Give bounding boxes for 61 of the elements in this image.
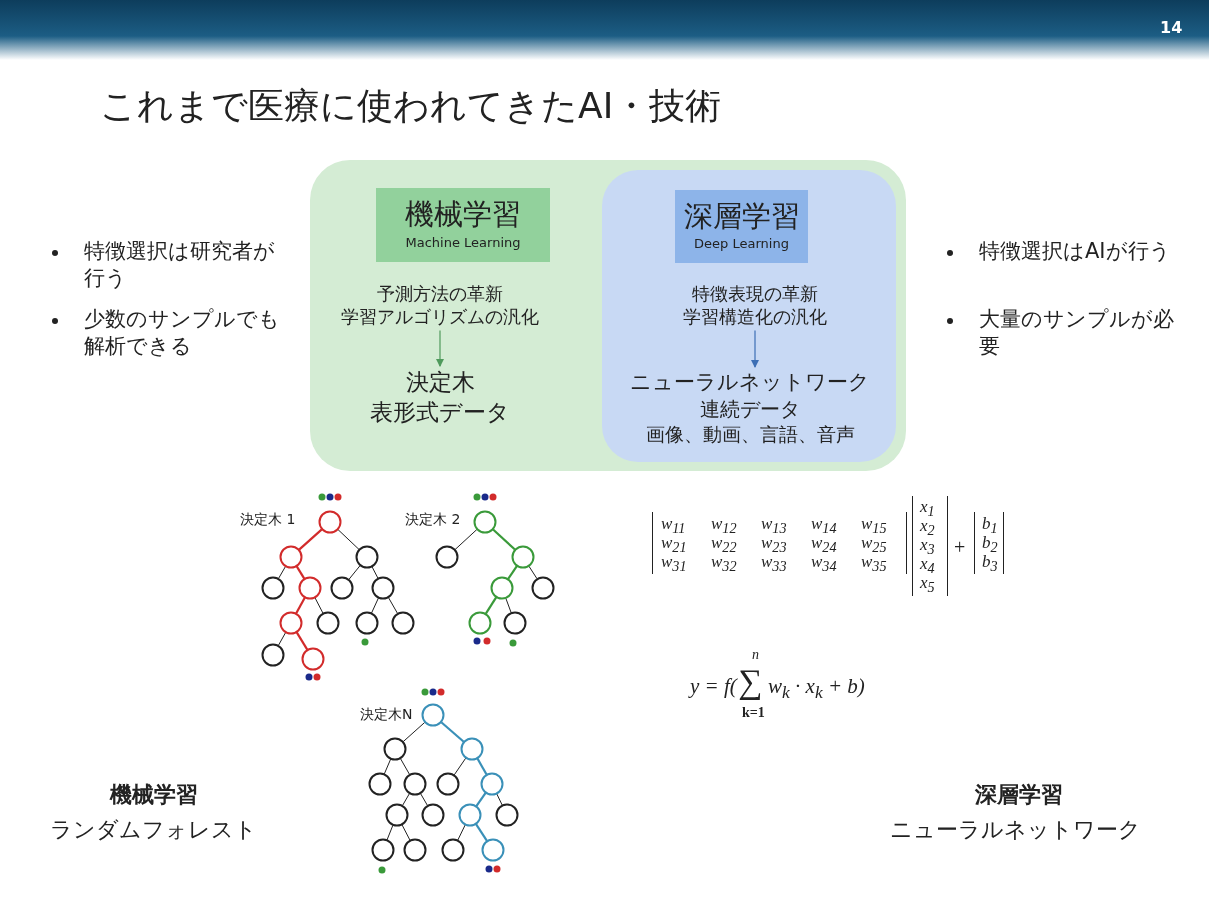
matrix-entry: x$_{4}$ [920,555,935,576]
matrix-entry: x$_{1}$ [920,498,935,519]
heading-text: 機械学習 [405,196,521,233]
body-text: 学習アルゴリズムの汎化 [341,305,539,329]
matrix-entry: x$_{3}$ [920,536,935,557]
arrow [436,329,444,368]
arrow [751,329,759,368]
formula-text: n [752,648,759,662]
body-text: 決定木 [405,368,475,398]
matrix-entry: w$_{21}$ [661,534,687,555]
rounded-panel [602,170,896,462]
rounded-panel [310,160,906,471]
heading-box [376,188,550,262]
tree-label: 決定木N [360,706,413,724]
subheading-text: Deep Learning [694,235,789,254]
caption-text: ニューラルネットワーク [890,816,1141,844]
matrix-entry: w$_{23}$ [761,534,787,555]
body-text: 連続データ [700,396,800,423]
matrix-entry: w$_{25}$ [861,534,887,555]
matrix-entry: w$_{12}$ [711,515,737,536]
matrix-entry: b$_{3}$ [982,553,998,574]
body-text: 特徴表現の革新 [692,281,818,305]
matrix-entry: w$_{11}$ [661,515,686,536]
heading-text: 深層学習 [683,197,800,235]
body-text: 表形式データ [370,398,510,427]
bullet-text: 少数のサンプルでも解析できる [84,306,280,361]
matrix-entry: w$_{33}$ [761,553,787,574]
matrix-entry: w$_{35}$ [861,553,887,574]
formula-text: k=1 [742,706,765,720]
caption-text: ランダムフォレスト [50,816,257,844]
matrix-entry: w$_{13}$ [761,515,787,536]
matrix-entry: b$_{1}$ [982,515,998,536]
matrix-entry: b$_{2}$ [982,534,998,555]
matrix-entry: w$_{24}$ [811,534,837,555]
formula-text: w$_{k}$ · x$_{k}$ + b) [768,676,865,702]
page-number: 14 [1160,18,1183,37]
subheading-text: Machine Learning [405,233,521,252]
matrix-entry: w$_{14}$ [811,515,837,536]
heading-box [675,190,808,263]
formula-text: y = f( [690,676,737,697]
matrix-entry: w$_{34}$ [811,553,837,574]
formula-text: ∑ [738,665,763,699]
caption-text: 深層学習 [975,781,1063,809]
body-text: 予測方法の革新 [377,281,503,305]
tree-label: 決定木 1 [240,511,296,529]
body-text: 画像、動画、言語、音声 [645,422,855,447]
body-text: 学習構造化の汎化 [683,305,827,329]
matrix-entry: x$_{2}$ [920,517,935,538]
tree-label: 決定木 2 [405,511,461,529]
bullet-text: 特徴選択は研究者が行う [84,238,276,293]
matrix-entry: w$_{22}$ [711,534,737,555]
slide-title: これまで医療に使われてきたAI・技術 [100,84,722,128]
body-text: ニューラルネットワーク [630,369,870,396]
caption-text: 機械学習 [110,781,198,809]
bullet-text: 大量のサンプルが必要 [979,306,1175,361]
matrix-entry: x$_{5}$ [920,574,935,595]
matrix-entry: w$_{32}$ [711,553,737,574]
matrix-entry: w$_{31}$ [661,553,687,574]
bullet-text: 特徴選択はAIが行う [979,238,1172,265]
plus-sign: + [954,537,966,557]
matrix-entry: w$_{15}$ [861,515,887,536]
